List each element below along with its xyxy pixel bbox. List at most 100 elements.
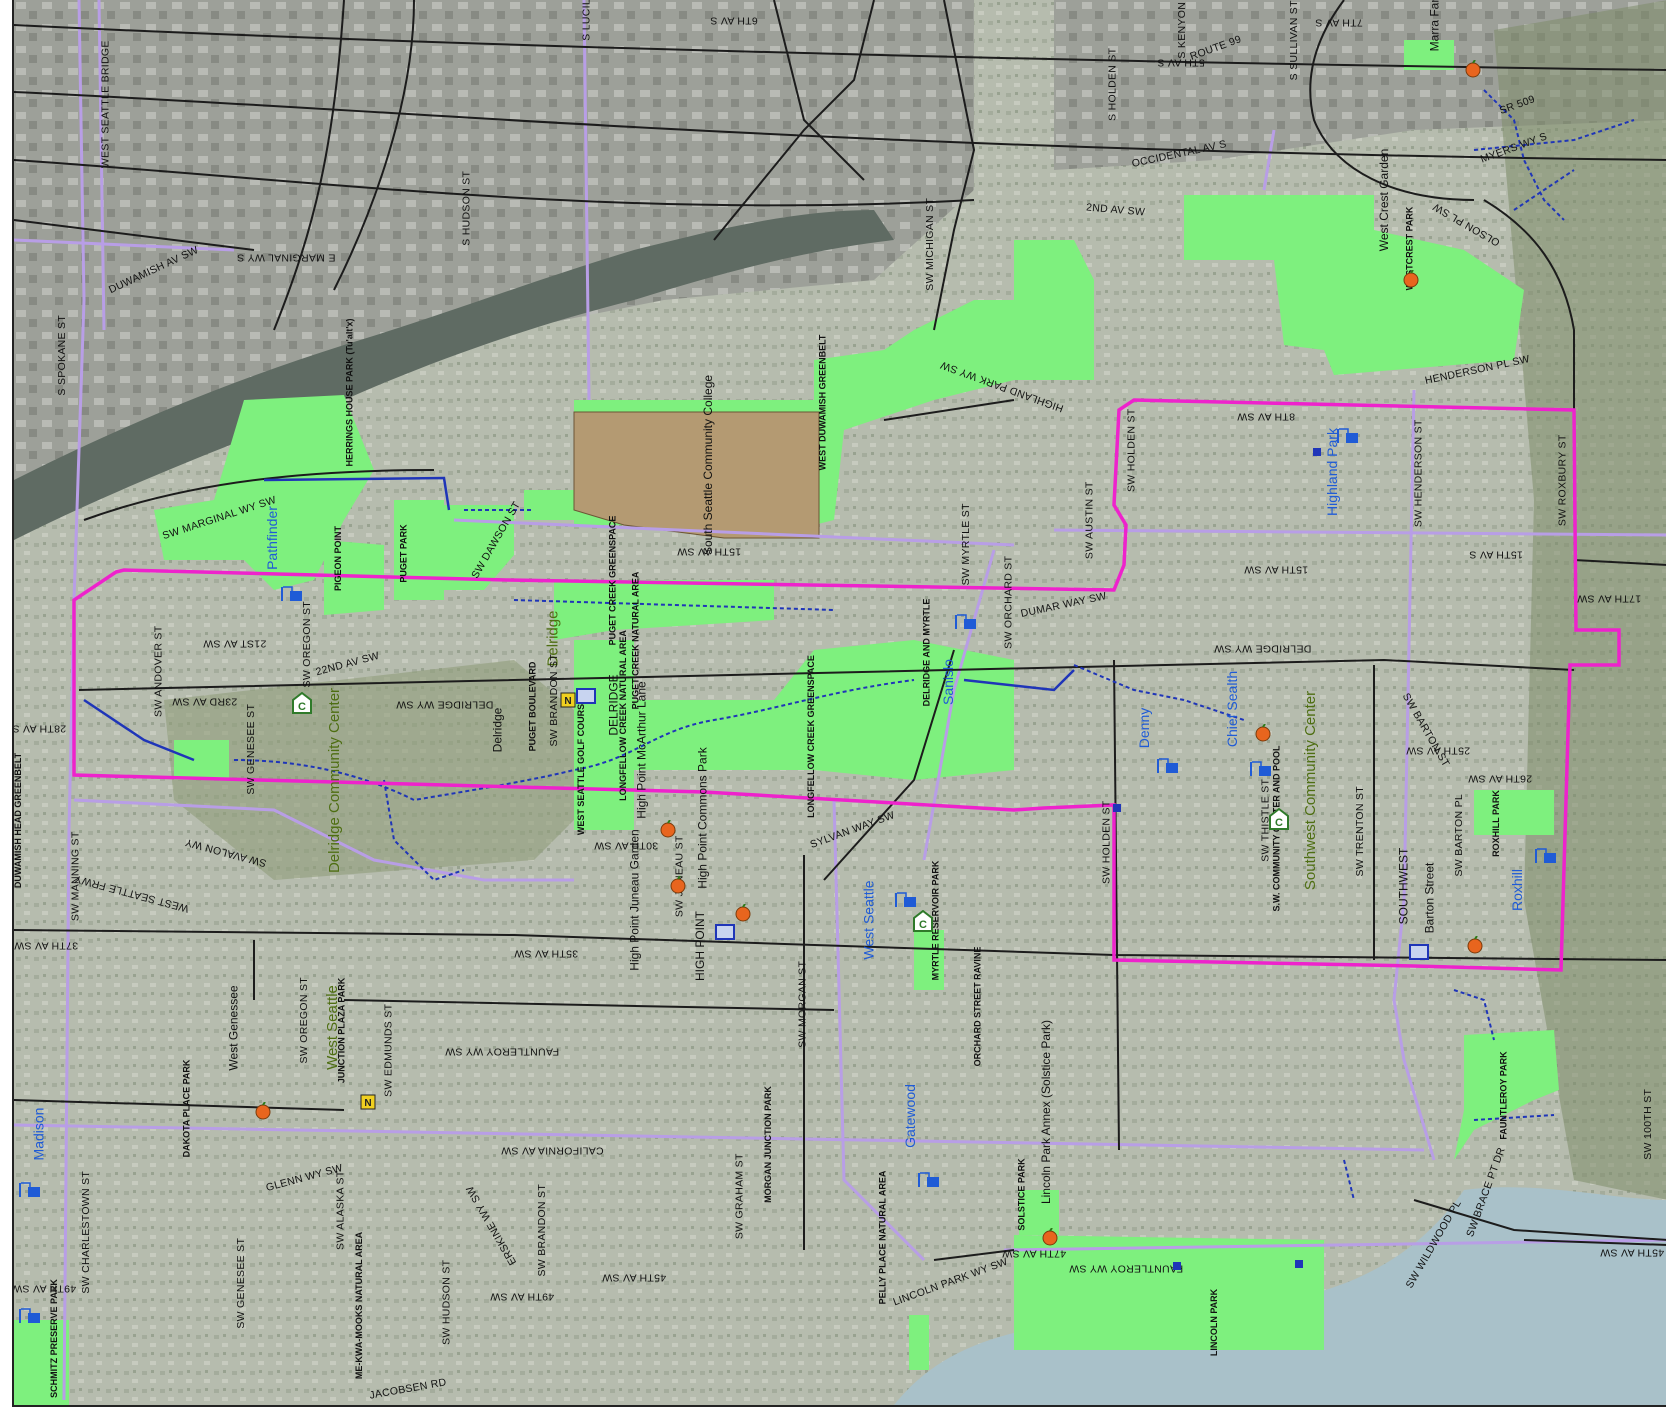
- school-label-chief-sealth-text: Chief Sealth: [1224, 670, 1241, 748]
- street-label-sw-michigan: SW MICHIGAN ST: [884, 197, 977, 290]
- garden-label-high-point-commons-text: High Point Commons Park: [695, 747, 710, 889]
- street-label-s-hudson: S HUDSON ST: [429, 170, 504, 245]
- golf-icon[interactable]: N: [560, 692, 576, 713]
- street-label-olson-pl: OLSON PL SW: [1429, 200, 1504, 248]
- community-center-icon[interactable]: C: [1269, 807, 1289, 835]
- marker-icon[interactable]: [1294, 1256, 1304, 1274]
- community-garden-icon[interactable]: [254, 1101, 272, 1125]
- street-label-twenty-third: 23RD AV SW: [172, 695, 237, 707]
- street-label-occidental: OCCIDENTAL AV S: [1130, 138, 1227, 170]
- map[interactable]: HERRINGS HOUSE PARK (Tu'alt'x)PIGEON POI…: [12, 0, 1666, 1407]
- street-label-s-holden-n-text: S HOLDEN ST: [1105, 47, 1118, 121]
- street-label-sw-oregon-s-text: SW OREGON ST: [297, 976, 310, 1063]
- park-area: [14, 1320, 69, 1405]
- street-label-sixth-av-text: 6TH AV S: [710, 14, 758, 26]
- marker-icon[interactable]: [1112, 800, 1122, 818]
- facility-icon[interactable]: [1409, 944, 1429, 965]
- street-label-glenn-wy: GLENN WY SW: [264, 1161, 343, 1193]
- street-label-fauntleroy-wy-s: FAUNTLEROY WY SW: [1069, 1262, 1183, 1274]
- park-area: [1184, 195, 1524, 375]
- street-label-thirty-fifth-text: 35TH AV SW: [514, 947, 579, 959]
- street-label-s-spokane: S SPOKANE ST: [22, 314, 103, 395]
- community-garden-icon[interactable]: [1466, 935, 1484, 959]
- community-center-icon[interactable]: C: [292, 691, 312, 719]
- street-label-sw-holden-s-text: SW HOLDEN ST: [1100, 799, 1113, 884]
- street-label-sw-michigan-text: SW MICHIGAN ST: [923, 197, 936, 291]
- street-label-delridge-wy-e: DELRIDGE WY SW: [1214, 642, 1311, 654]
- school-icon[interactable]: [1156, 756, 1182, 779]
- park-label-lincoln-park-text: LINCOLN PARK: [1208, 1288, 1219, 1356]
- library-icon[interactable]: N: [360, 1094, 376, 1115]
- street-label-sw-genesee-n-text: SW GENESEE ST: [244, 703, 257, 795]
- park-label-schmitz-preserve: SCHMITZ PRESERVE PARK: [14, 1279, 113, 1398]
- garden-label-marra-farm-text: Marra Farm: [1426, 0, 1441, 52]
- community-garden-icon[interactable]: [734, 903, 752, 927]
- community-garden-icon[interactable]: [1254, 723, 1272, 747]
- label-high-point-code-text: HIGH POINT: [693, 910, 708, 982]
- park-area: [914, 930, 944, 990]
- street-label-sw-100th: SW 100TH ST: [1613, 1088, 1666, 1159]
- street-label-sw-hudson-s-text: SW HUDSON ST: [439, 1259, 452, 1345]
- park-label-morgan-junction: MORGAN JUNCTION PARK: [710, 1086, 827, 1203]
- street-label-sw-graham-text: SW GRAHAM ST: [733, 1152, 746, 1239]
- garden-label-west-genessee-text: West Genessee: [226, 985, 241, 1071]
- street-label-twenty-second: 22ND AV SW: [314, 649, 380, 677]
- street-label-s-lucile-text: S LUCILE: [579, 0, 592, 41]
- park-label-orchard-ravine-text: ORCHARD STREET RAVINE: [972, 946, 983, 1066]
- community-garden-icon[interactable]: [1041, 1227, 1059, 1251]
- street-label-lincoln-park-wy: LINCOLN PARK WY SW: [890, 1255, 1011, 1308]
- park-area: [444, 505, 514, 590]
- street-label-eighth-av: 8TH AV SW: [1237, 410, 1295, 422]
- street-label-sw-graham: SW GRAHAM ST: [697, 1153, 783, 1239]
- school-label-gatewood-text: Gatewood: [901, 1084, 918, 1148]
- street-label-sw-henderson: SW HENDERSON ST: [1365, 419, 1473, 527]
- park-label-herrings-house-text: HERRINGS HOUSE PARK (Tu'alt'x): [344, 318, 355, 466]
- garden-label-marra-farm: Marra Farm: [1403, 0, 1466, 51]
- park-label-fauntleroy-park-text: FAUNTLEROY PARK: [1498, 1050, 1509, 1140]
- school-icon[interactable]: [1336, 426, 1362, 449]
- street-label-s-spokane-text: S SPOKANE ST: [55, 314, 68, 396]
- community-garden-icon[interactable]: [1402, 269, 1420, 293]
- cc-label-delridge-text: Delridge Community Center: [325, 687, 343, 873]
- facility-icon[interactable]: [715, 924, 735, 945]
- school-icon[interactable]: [18, 1306, 44, 1329]
- streams-dashed: [233, 89, 1635, 1201]
- school-icon[interactable]: [1534, 846, 1560, 869]
- school-icon[interactable]: [894, 890, 920, 913]
- park-area: [1404, 40, 1454, 70]
- school-icon[interactable]: [917, 1170, 943, 1193]
- park-area: [1474, 790, 1554, 835]
- street-label-forty-ninth-w-text: 49TH AV SW: [12, 1282, 77, 1294]
- street-label-thirty-fifth: 35TH AV SW: [514, 947, 579, 959]
- park-label-duwamish-head-greenbelt: DUWAMISH HEAD GREENBELT: [14, 752, 86, 887]
- duwamish-waterway: [14, 210, 894, 540]
- street-label-s-holden-n: S HOLDEN ST: [1076, 47, 1149, 120]
- street-label-california-text: CALIFORNIA AV SW: [500, 1144, 604, 1156]
- parks-layer: [14, 40, 1559, 1405]
- cc-label-southwest: Southwest Community Center: [1211, 690, 1410, 889]
- street-label-sw-avalon: SW AVALON WY: [184, 835, 268, 868]
- community-center-icon[interactable]: C: [913, 909, 933, 937]
- street-label-sw-genesee-s-text: SW GENESEE ST: [234, 1237, 247, 1329]
- school-icon[interactable]: [954, 612, 980, 635]
- community-garden-icon[interactable]: [659, 819, 677, 843]
- street-label-forty-fifth: 45TH AV SW: [602, 1271, 666, 1283]
- street-label-sylvan: SYLVAN WAY SW: [808, 809, 897, 851]
- street-label-sw-thistle: SW THISTLE ST: [1224, 778, 1307, 861]
- street-label-s-hudson-text: S HUDSON ST: [459, 170, 472, 246]
- marker-icon[interactable]: [1172, 1258, 1182, 1276]
- cc-label-delridge-short: Delridge: [525, 610, 581, 666]
- garden-label-high-point-mcarthur: High Point McArthur Lane: [573, 681, 710, 818]
- street-label-duwamish-av: DUWAMISH AV SW: [105, 243, 203, 295]
- school-icon[interactable]: [1249, 759, 1275, 782]
- community-garden-icon[interactable]: [669, 875, 687, 899]
- school-icon[interactable]: [280, 584, 306, 607]
- label-delridge-code-text: DELRIDGE: [606, 674, 621, 736]
- school-icon[interactable]: [18, 1180, 44, 1203]
- community-garden-icon[interactable]: [1464, 59, 1482, 83]
- school-label-west-seattle-text: West Seattle: [860, 880, 877, 960]
- svg-text:C: C: [919, 919, 927, 931]
- marker-icon[interactable]: [1312, 444, 1322, 462]
- facility-icon[interactable]: [576, 688, 596, 709]
- street-label-sw-edmunds: SW EDMUNDS ST: [342, 1003, 435, 1096]
